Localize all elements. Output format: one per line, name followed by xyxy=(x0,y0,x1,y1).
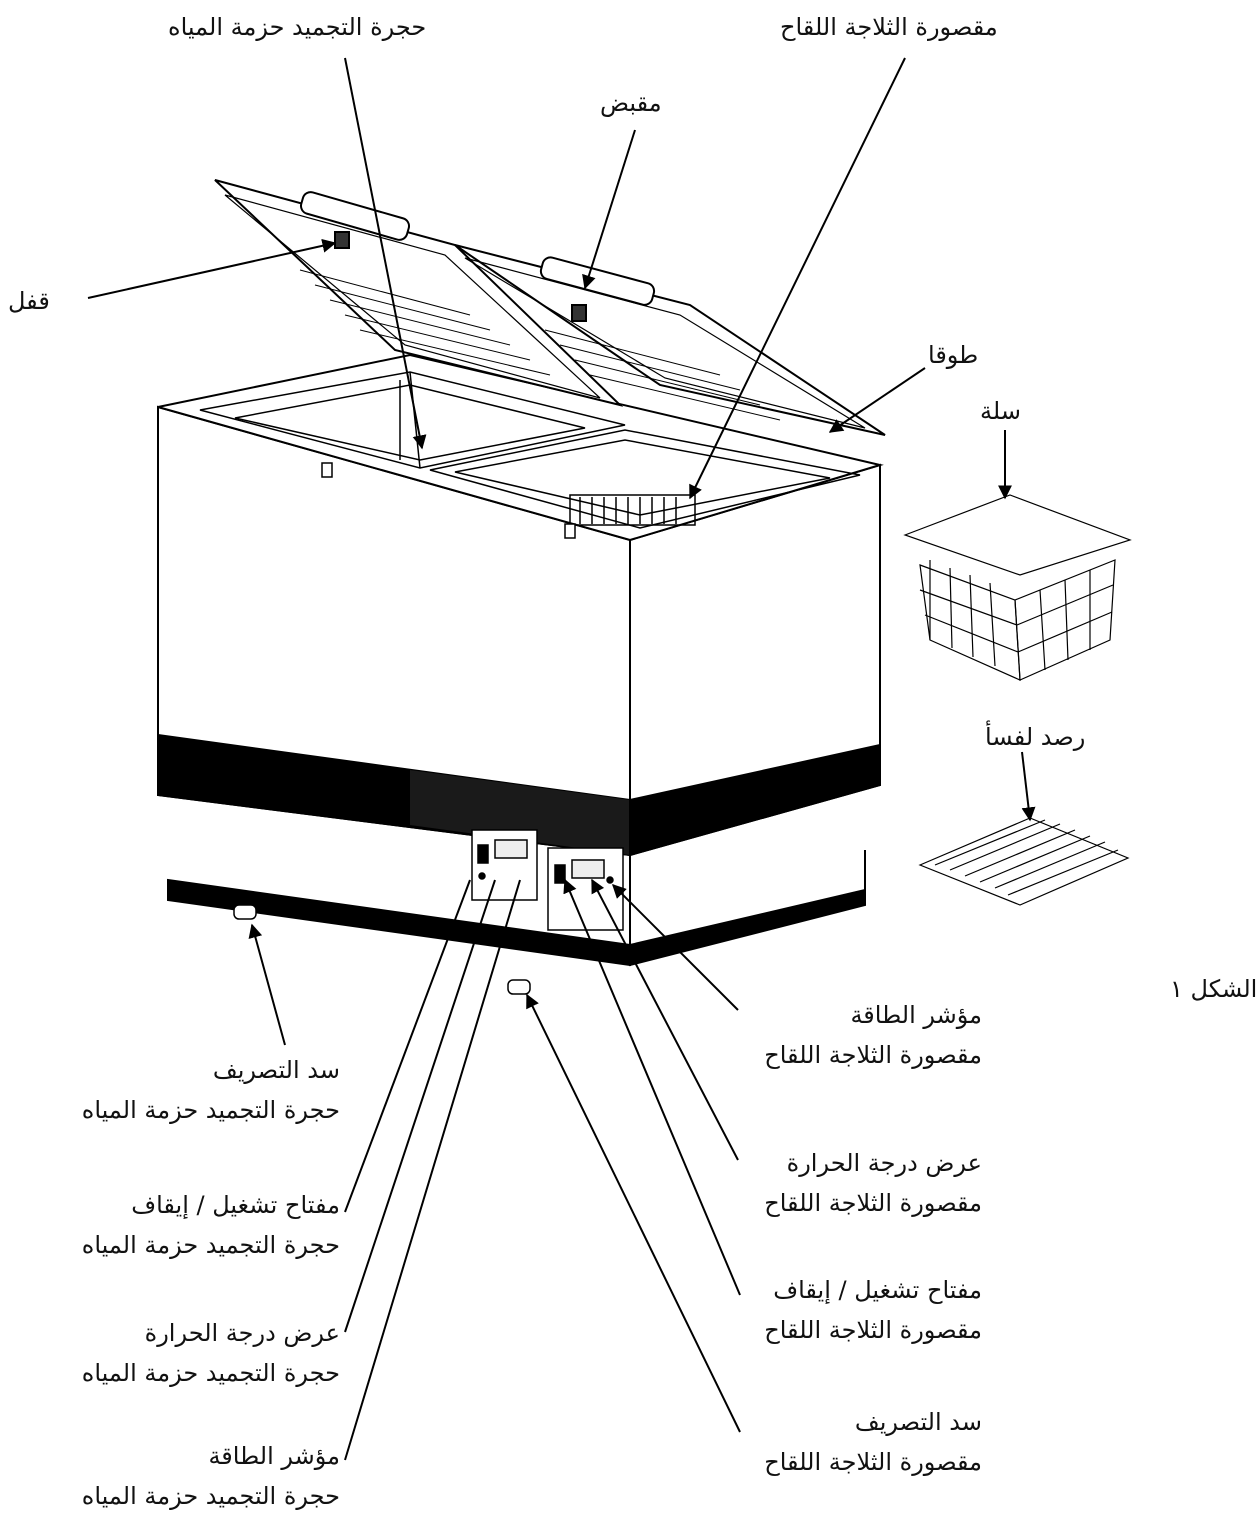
label-figure: الشكل ١ xyxy=(1170,975,1256,1003)
leader-handle xyxy=(582,129,636,290)
label-drain-fridge-line2: مقصورة الثلاجة اللقاح xyxy=(764,1448,982,1476)
label-power-freezer: مؤشر الطاقة حجرة التجميد حزمة المياه xyxy=(60,1436,340,1516)
label-switch-freezer-line1: مفتاح تشغيل / إيقاف xyxy=(131,1191,340,1219)
leader-lock xyxy=(87,238,337,299)
label-collar: طوقا xyxy=(928,341,979,369)
drain-plug-freezer xyxy=(233,904,257,920)
label-power-fridge: مؤشر الطاقة مقصورة الثلاجة اللقاح xyxy=(700,995,982,1075)
label-temp-freezer-line2: حجرة التجميد حزمة المياه xyxy=(81,1359,340,1387)
switch-freezer xyxy=(477,844,489,864)
label-power-freezer-line1: مؤشر الطاقة xyxy=(208,1442,340,1470)
leader-freezer-top xyxy=(344,57,427,450)
leader-temp-fridge xyxy=(591,878,739,1161)
label-fridge-top: مقصورة الثلاجة اللقاح xyxy=(780,13,998,41)
label-power-fridge-line2: مقصورة الثلاجة اللقاح xyxy=(764,1041,982,1069)
label-handle: مقبض xyxy=(600,89,662,117)
control-panel-freezer xyxy=(471,829,538,901)
label-power-fridge-line1: مؤشر الطاقة xyxy=(850,1001,982,1029)
lid-fridge-handle xyxy=(539,256,656,306)
lock xyxy=(334,231,350,249)
leader-temp-freezer xyxy=(344,879,496,1333)
compartment-openings xyxy=(199,371,861,529)
label-temp-freezer-line1: عرض درجة الحرارة xyxy=(144,1319,340,1347)
leader-fridge-top xyxy=(689,57,906,500)
label-drain-fridge: سد التصريف مقصورة الثلاجة اللقاح xyxy=(700,1402,982,1482)
label-temp-fridge: عرض درجة الحرارة مقصورة الثلاجة اللقاح xyxy=(700,1143,982,1223)
lid-freezer-handle xyxy=(299,191,411,241)
label-drain-fridge-line1: سد التصريف xyxy=(854,1408,982,1436)
leader-drain-freezer xyxy=(248,923,286,1046)
label-temp-fridge-line2: مقصورة الثلاجة اللقاح xyxy=(764,1189,982,1217)
switch-fridge xyxy=(554,864,566,884)
leader-collar xyxy=(828,367,926,433)
leader-drain-fridge xyxy=(526,993,741,1433)
hasp-left xyxy=(321,462,333,478)
leader-lines xyxy=(87,57,1036,1461)
label-switch-freezer: مفتاح تشغيل / إيقاف حجرة التجميد حزمة ال… xyxy=(60,1185,340,1265)
label-drain-freezer: سد التصريف حجرة التجميد حزمة المياه xyxy=(60,1050,340,1130)
basket-drawing xyxy=(903,494,1132,681)
power-led-freezer xyxy=(478,872,486,880)
black-band-right xyxy=(629,743,881,857)
lid-fridge xyxy=(454,244,886,436)
temp-display-fridge xyxy=(571,859,605,879)
leader-switch-fridge xyxy=(563,878,741,1296)
label-divider: رصد لفسأ xyxy=(985,723,1086,751)
label-freezer-top: حجرة التجميد حزمة المياه xyxy=(168,13,427,41)
label-lock: قفل xyxy=(8,287,50,315)
label-temp-freezer: عرض درجة الحرارة حجرة التجميد حزمة الميا… xyxy=(60,1313,340,1393)
label-switch-fridge-line2: مقصورة الثلاجة اللقاح xyxy=(764,1316,982,1344)
label-basket: سلة xyxy=(980,397,1021,425)
leader-switch-freezer xyxy=(344,879,471,1213)
divider-drawing xyxy=(918,817,1130,906)
label-temp-fridge-line1: عرض درجة الحرارة xyxy=(786,1149,982,1177)
base-right xyxy=(629,888,866,967)
power-led-fridge xyxy=(606,876,614,884)
leader-power-fridge xyxy=(612,884,739,1011)
label-drain-freezer-line1: سد التصريف xyxy=(212,1056,340,1084)
label-switch-freezer-line2: حجرة التجميد حزمة المياه xyxy=(81,1231,340,1259)
label-drain-freezer-line2: حجرة التجميد حزمة المياه xyxy=(81,1096,340,1124)
label-switch-fridge: مفتاح تشغيل / إيقاف مقصورة الثلاجة اللقا… xyxy=(700,1270,982,1350)
label-switch-fridge-line1: مفتاح تشغيل / إيقاف xyxy=(773,1276,982,1304)
lid-freezer xyxy=(214,179,624,407)
drain-plug-fridge xyxy=(507,979,531,995)
leader-divider xyxy=(1021,751,1036,822)
hasp-right xyxy=(564,523,576,539)
label-power-freezer-line2: حجرة التجميد حزمة المياه xyxy=(81,1482,340,1510)
temp-display-freezer xyxy=(494,839,528,859)
leader-power-freezer xyxy=(344,879,521,1461)
